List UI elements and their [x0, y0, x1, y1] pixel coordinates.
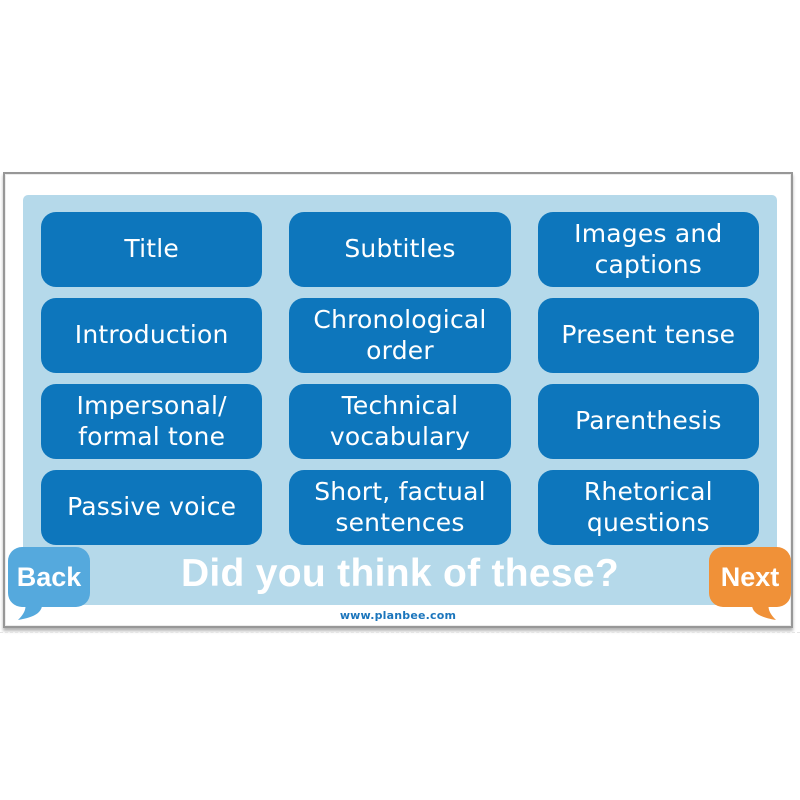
feature-card-label: Title [124, 234, 179, 264]
footer-url-text: www.planbee.com [339, 609, 457, 622]
footer-url-strip: www.planbee.com [5, 605, 791, 626]
feature-card-rhetorical-questions: Rhetorical questions [537, 470, 759, 545]
feature-card-label: Passive voice [67, 492, 237, 522]
feature-card-label: Subtitles [344, 234, 456, 264]
feature-card-label: Present tense [561, 320, 736, 350]
next-button-tail [752, 606, 776, 620]
back-button-label: Back [16, 561, 82, 592]
feature-card-subtitles: Subtitles [289, 212, 511, 287]
slide-panel: Title Subtitles Images and captions Intr… [23, 195, 777, 605]
next-button[interactable]: Next [709, 547, 791, 620]
feature-card-label: Rhetorical questions [583, 477, 713, 537]
feature-card-label: Introduction [74, 320, 229, 350]
feature-card-label: Chronological order [313, 305, 487, 365]
feature-card-passive-voice: Passive voice [41, 470, 263, 545]
feature-card-label: Images and captions [574, 219, 723, 279]
feature-card-images-and-captions: Images and captions [537, 212, 759, 287]
feature-card-introduction: Introduction [41, 298, 263, 373]
feature-card-chronological-order: Chronological order [289, 298, 511, 373]
feature-card-impersonal-formal-tone: Impersonal/ formal tone [41, 384, 263, 459]
page-divider-line [0, 632, 800, 633]
feature-card-label: Short, factual sentences [314, 477, 486, 537]
slide-headline: Did you think of these? [23, 543, 777, 605]
feature-card-label: Parenthesis [575, 406, 722, 436]
feature-card-label: Impersonal/ formal tone [76, 391, 227, 451]
back-button-tail [18, 606, 42, 620]
feature-card-short-factual-sentences: Short, factual sentences [289, 470, 511, 545]
back-button[interactable]: Back [8, 547, 90, 620]
feature-card-label: Technical vocabulary [329, 391, 471, 451]
feature-card-present-tense: Present tense [537, 298, 759, 373]
feature-card-technical-vocabulary: Technical vocabulary [289, 384, 511, 459]
feature-card-grid: Title Subtitles Images and captions Intr… [41, 212, 759, 545]
slide-frame: Title Subtitles Images and captions Intr… [3, 172, 793, 628]
slide-headline-text: Did you think of these? [180, 552, 620, 595]
next-button-label: Next [720, 561, 780, 592]
feature-card-title: Title [41, 212, 263, 287]
feature-card-parenthesis: Parenthesis [537, 384, 759, 459]
